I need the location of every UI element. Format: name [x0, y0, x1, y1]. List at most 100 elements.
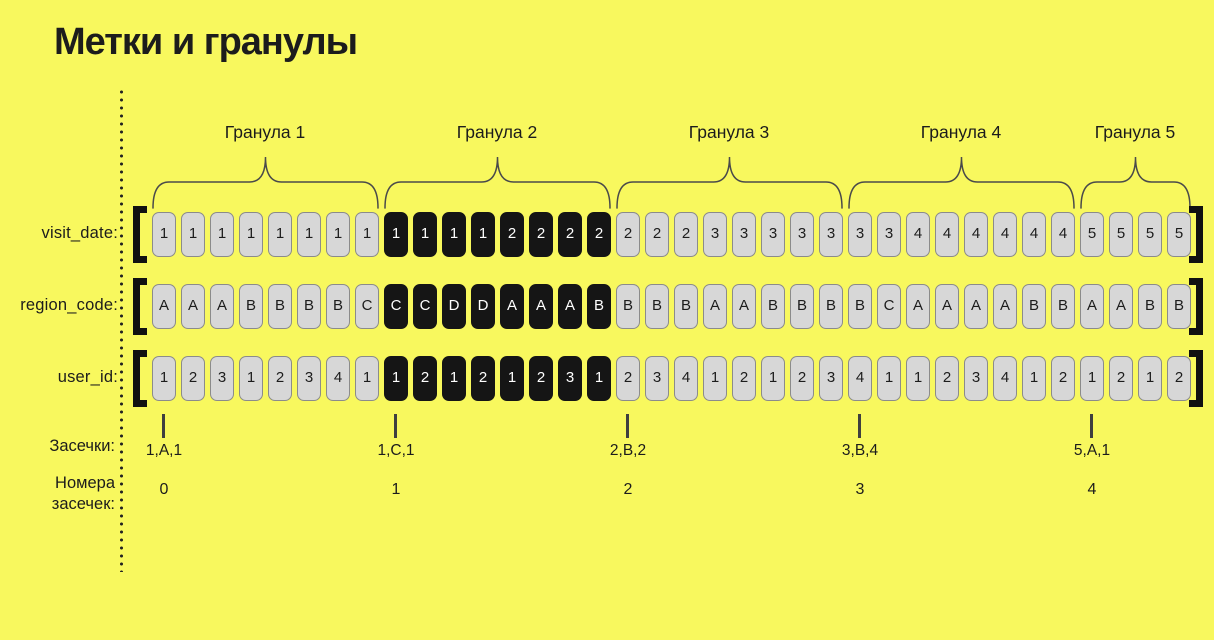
mark-number: 0	[159, 481, 169, 498]
data-cell: 2	[935, 356, 959, 401]
data-cell: 1	[1022, 356, 1046, 401]
data-cell: B	[819, 284, 843, 329]
data-cell: 1	[587, 356, 611, 401]
data-cell: 3	[703, 212, 727, 257]
data-cell: 5	[1109, 212, 1133, 257]
granule-brace	[848, 156, 1075, 209]
data-cell: 2	[1051, 356, 1075, 401]
data-cell: 1	[703, 356, 727, 401]
data-cell: 2	[1167, 356, 1191, 401]
data-cell: B	[239, 284, 263, 329]
data-cell: B	[674, 284, 698, 329]
data-cell: 1	[239, 212, 263, 257]
data-cell: 1	[442, 212, 466, 257]
data-cell: B	[761, 284, 785, 329]
data-cell: A	[1109, 284, 1133, 329]
granule-braces-layer	[152, 156, 1191, 209]
data-cell: 4	[906, 212, 930, 257]
marks-label: Засечки:	[49, 437, 115, 455]
data-cell: 1	[152, 356, 176, 401]
dotted-divider	[120, 88, 123, 572]
data-cell: A	[703, 284, 727, 329]
mark-numbers-label: Номера засечек:	[51, 474, 115, 513]
data-cell: 3	[210, 356, 234, 401]
data-cell: 2	[558, 212, 582, 257]
data-cell: A	[529, 284, 553, 329]
data-cell: 2	[616, 356, 640, 401]
data-cell: 4	[1022, 212, 1046, 257]
data-cell: 4	[935, 212, 959, 257]
granule-label-3: Гранула 3	[688, 122, 770, 142]
granule-label-2: Гранула 2	[456, 122, 538, 142]
data-cell: 1	[210, 212, 234, 257]
data-cell: 4	[993, 212, 1017, 257]
data-cell: 3	[819, 212, 843, 257]
row-bracket-right	[1189, 350, 1203, 407]
mark-value: 1,C,1	[377, 442, 415, 459]
data-cell: 4	[848, 356, 872, 401]
data-cell: 1	[355, 212, 379, 257]
mark-tick	[1090, 414, 1093, 438]
data-cell: B	[268, 284, 292, 329]
row-bracket-left	[133, 350, 147, 407]
data-cell: 3	[964, 356, 988, 401]
data-cell: A	[558, 284, 582, 329]
data-cell: A	[181, 284, 205, 329]
data-cell: 1	[152, 212, 176, 257]
data-cell: B	[1167, 284, 1191, 329]
row-label-user-id: user_id:	[57, 368, 118, 386]
data-cell: 2	[529, 356, 553, 401]
row-label-region-code: region_code:	[20, 296, 118, 314]
data-cell: 3	[732, 212, 756, 257]
row-bracket-right	[1189, 278, 1203, 335]
mark-tick	[162, 414, 165, 438]
data-cell: 1	[442, 356, 466, 401]
data-cell: 1	[384, 356, 408, 401]
mark-number: 1	[391, 481, 401, 498]
data-cell: D	[442, 284, 466, 329]
mark-value: 5,A,1	[1073, 442, 1111, 459]
data-cell: C	[413, 284, 437, 329]
data-cell: 1	[761, 356, 785, 401]
data-cell: 4	[326, 356, 350, 401]
mark-value: 3,B,4	[841, 442, 879, 459]
data-cell: 3	[819, 356, 843, 401]
data-cell: 1	[1080, 356, 1104, 401]
data-cell: 2	[181, 356, 205, 401]
data-cell: A	[993, 284, 1017, 329]
data-cell: 1	[413, 212, 437, 257]
data-cell: C	[355, 284, 379, 329]
granule-label-5: Гранула 5	[1094, 122, 1176, 142]
data-cell: B	[1138, 284, 1162, 329]
mark-tick	[394, 414, 397, 438]
data-cell: 1	[906, 356, 930, 401]
mark-number: 4	[1087, 481, 1097, 498]
data-cell: 2	[413, 356, 437, 401]
data-cell: B	[645, 284, 669, 329]
data-cell: 1	[877, 356, 901, 401]
data-cell: 1	[355, 356, 379, 401]
page-title: Метки и гранулы	[54, 21, 358, 63]
data-cell: 1	[1138, 356, 1162, 401]
data-cell: 1	[268, 212, 292, 257]
granule-brace	[616, 156, 843, 209]
data-cell: A	[935, 284, 959, 329]
data-cell: C	[877, 284, 901, 329]
granule-brace	[384, 156, 611, 209]
data-cell: 2	[674, 212, 698, 257]
data-cell: B	[848, 284, 872, 329]
data-cell: D	[471, 284, 495, 329]
mark-value: 2,B,2	[609, 442, 647, 459]
data-cell: 2	[500, 212, 524, 257]
data-cell: 2	[587, 212, 611, 257]
mark-tick	[626, 414, 629, 438]
row-bracket-left	[133, 278, 147, 335]
data-cell: 1	[297, 212, 321, 257]
row-bracket-right	[1189, 206, 1203, 263]
data-cell: 2	[471, 356, 495, 401]
mark-value: 1,A,1	[145, 442, 183, 459]
mark-number: 2	[623, 481, 633, 498]
data-cell: 2	[732, 356, 756, 401]
data-cell: 1	[239, 356, 263, 401]
data-cell: 4	[964, 212, 988, 257]
